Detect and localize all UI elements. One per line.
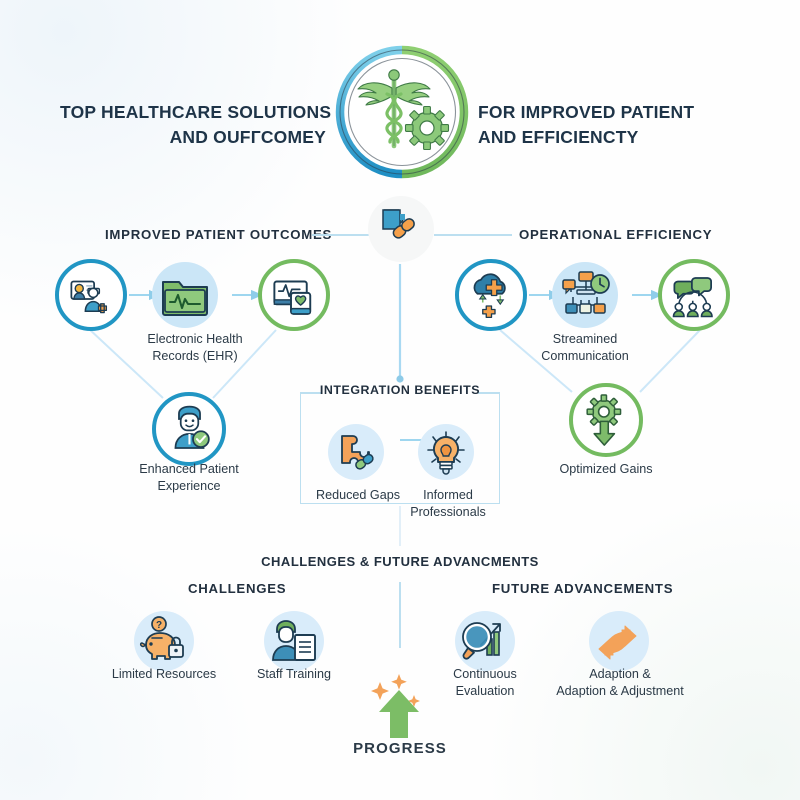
- label-comm-line1: Streamined: [552, 332, 618, 346]
- patient-check-icon: [174, 405, 210, 449]
- doctor-patient-consult-icon: [70, 280, 107, 313]
- title-right-line1: FOR IMPROVED PATIENT: [478, 102, 695, 122]
- label-continuous-line2: Evaluation: [455, 683, 515, 698]
- node-enhanced-patient[interactable]: [152, 392, 226, 466]
- lightbulb-brain-icon: [427, 431, 465, 475]
- section-label-improved-patient-outcomes: IMPROVED PATIENT OUTCOMES: [105, 227, 333, 242]
- label-ehr-line2: Records (EHR): [152, 348, 238, 363]
- label-enhanced-line2: Experience: [157, 478, 221, 493]
- title-left-line2: AND OUFГCOMEY: [169, 127, 326, 147]
- title-right-line2: AND EFFICIENCTY: [478, 127, 639, 147]
- link-icon-small: [355, 453, 374, 470]
- staff-training-icon: [272, 620, 316, 661]
- node-cloud-sync[interactable]: [455, 259, 527, 331]
- label-informed-professionals: Informed Professionals: [396, 487, 500, 520]
- integration-box-top-left-rule: [300, 392, 322, 394]
- cloud-sync-icon: [473, 272, 506, 318]
- title-left-line1: TOP HEALTHCARE SOLUTIONS: [60, 102, 332, 122]
- label-continuous-evaluation: Continuous Evaluation: [430, 666, 540, 699]
- sparkles: [371, 674, 420, 707]
- curved-arrow-icon: [598, 625, 637, 660]
- label-adaption-line1: Adaption &: [589, 667, 651, 681]
- gear-icon: [404, 105, 450, 151]
- caduceus-icon: [357, 69, 431, 149]
- integration-benefits-title: INTEGRATION BENEFITS: [319, 383, 481, 397]
- label-adaption-adjustment: Adaption & Adaption & Adjustment: [555, 666, 685, 699]
- up-arrow-sparkle-icon: [371, 674, 420, 738]
- integration-box-top-right-rule: [478, 392, 500, 394]
- node-optimized-gains[interactable]: [569, 383, 643, 457]
- section-label-operational-efficiency: OPERATIONAL EFFICIENCY: [519, 227, 713, 242]
- health-records-folder-icon: [162, 281, 208, 316]
- puzzle-piece-icon: [341, 435, 374, 470]
- monitor-mobile-heart-icon: [272, 280, 311, 315]
- label-continuous-line1: Continuous: [453, 667, 517, 681]
- band-rule-left: [312, 234, 370, 236]
- node-team-chat[interactable]: [658, 259, 730, 331]
- band-rule-right: [434, 234, 512, 236]
- label-ehr-line1: Electronic Health: [147, 332, 243, 346]
- label-enhanced-line1: Enhanced Patient: [139, 462, 239, 476]
- org-flowchart-clock-icon: [562, 271, 610, 314]
- link-icon: [392, 218, 415, 239]
- bottom-label-future-advancements: FUTURE ADVANCEMENTS: [492, 581, 674, 596]
- label-streamlined-communication: Streamined Communication: [520, 331, 650, 364]
- piggy-bank-lock-icon: ?: [139, 616, 184, 660]
- node-monitor-mobile[interactable]: [258, 259, 330, 331]
- bottom-label-challenges: CHALLENGES: [188, 581, 287, 596]
- bottom-section-title: CHALLENGES & FUTURE ADVANCMENTS: [261, 554, 539, 569]
- gear-down-arrow-icon: [585, 393, 621, 446]
- label-adaption-line2: Adaption & Adjustment: [556, 683, 684, 698]
- progress-label: PROGRESS: [353, 740, 447, 757]
- caduceus-gear-emblem: [335, 45, 469, 179]
- label-reduced-gaps: Reduced Gaps: [315, 488, 400, 502]
- label-informed-line2: Professionals: [410, 504, 486, 519]
- label-ehr: Electronic Health Records (EHR): [132, 331, 258, 364]
- team-chat-icon: [672, 276, 713, 317]
- label-informed-line1: Informed: [423, 488, 473, 502]
- svg-text:?: ?: [156, 620, 162, 631]
- integration-benefits-box: [300, 392, 500, 504]
- label-comm-line2: Communication: [541, 348, 629, 363]
- magnifier-chart-icon: [462, 622, 501, 660]
- bottom-divider: [399, 582, 401, 648]
- label-staff-training: Staff Training: [257, 667, 331, 681]
- title-left: TOP HEALTHCARE SOLUTIONS AND OUFГCOMEY: [60, 100, 332, 150]
- title-right: FOR IMPROVED PATIENT AND EFFICIENCTY: [478, 100, 738, 150]
- label-optimized-gains: Optimized Gains: [559, 462, 653, 476]
- puzzle-link-icon: [382, 209, 415, 239]
- label-limited-resources: Limited Resources: [111, 667, 217, 681]
- node-doctor-patient[interactable]: [55, 259, 127, 331]
- label-enhanced-patient: Enhanced Patient Experience: [124, 461, 254, 494]
